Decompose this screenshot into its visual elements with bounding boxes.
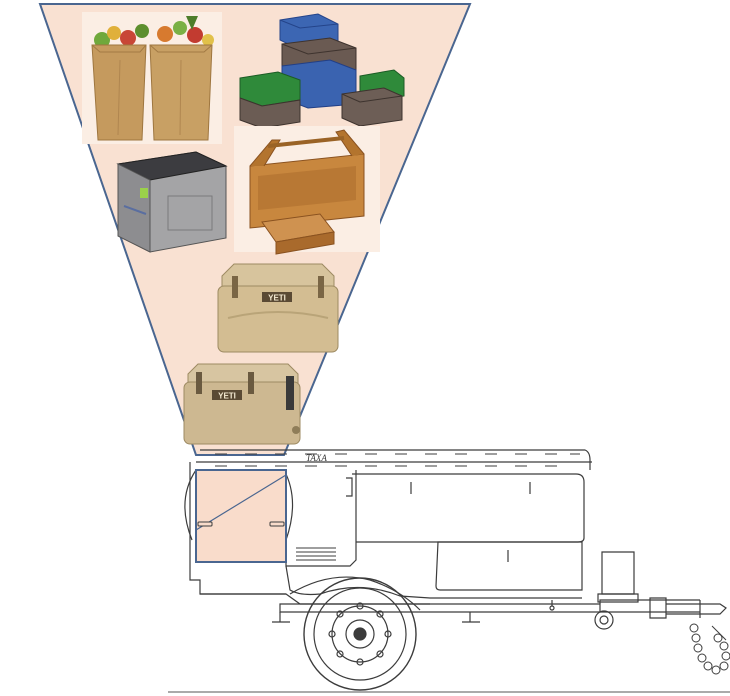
portable-fridge-image	[118, 152, 226, 252]
small-cooler-image: YETI	[184, 364, 300, 444]
small-cooler-brand: YETI	[218, 392, 236, 401]
large-cooler-image: YETI	[218, 264, 338, 352]
grocery-bags-image	[82, 12, 222, 144]
wooden-toolbox-image	[234, 126, 380, 254]
storage-compartment-highlight	[196, 470, 286, 562]
trailer-brand-mark: TAXA	[306, 453, 327, 463]
large-cooler-brand: YETI	[268, 294, 286, 303]
